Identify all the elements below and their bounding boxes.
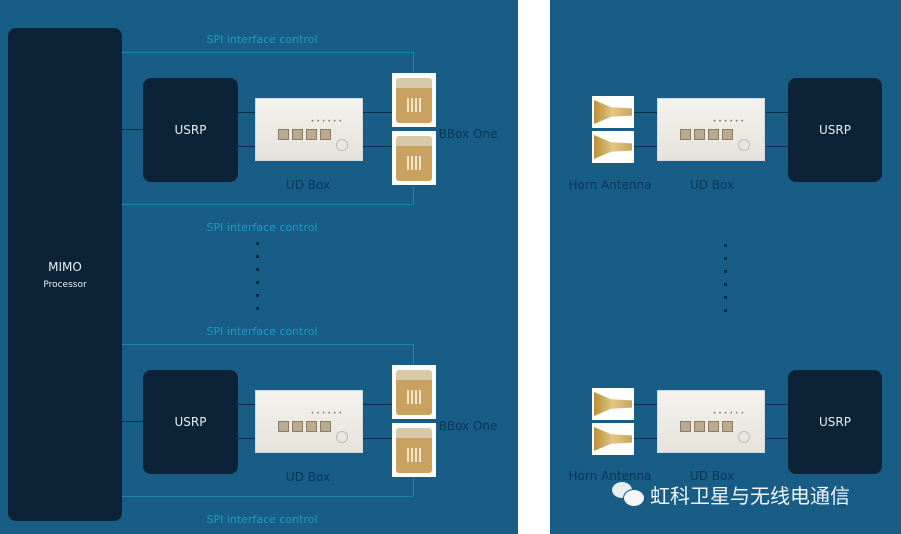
link	[634, 438, 657, 439]
horn-antenna-image	[592, 96, 634, 128]
mimo-processor: MIMO Processor	[8, 28, 122, 521]
spi-label: SPI interface control	[206, 325, 318, 338]
spi-line	[413, 186, 414, 204]
usrp-box: USRP	[143, 78, 238, 182]
link	[238, 404, 255, 405]
horn-antenna-label: Horn Antenna	[568, 469, 652, 483]
mimo-title: MIMO	[48, 259, 82, 274]
link	[766, 112, 788, 113]
link	[238, 438, 255, 439]
horn-antenna-image	[592, 131, 634, 163]
bbox-label: BBox One	[438, 127, 498, 141]
link	[122, 129, 143, 130]
link	[238, 146, 255, 147]
spi-line	[122, 496, 413, 497]
link	[766, 438, 788, 439]
wechat-icon	[612, 482, 645, 507]
bbox-label: BBox One	[438, 419, 498, 433]
link	[634, 404, 657, 405]
bbox-image	[392, 131, 436, 185]
ellipsis-dots	[256, 242, 259, 310]
link	[634, 112, 657, 113]
spi-line	[413, 344, 414, 364]
link	[363, 146, 392, 147]
ud-box-label: UD Box	[689, 178, 735, 192]
spi-line	[413, 478, 414, 496]
ud-box-image: ••••••	[657, 390, 765, 453]
spi-label: SPI interface control	[206, 33, 318, 46]
ud-box-image: ••••••	[657, 98, 765, 161]
ud-box-label: UD Box	[285, 470, 331, 484]
usrp-box: USRP	[788, 78, 882, 182]
link	[363, 438, 392, 439]
ellipsis-dots	[724, 244, 727, 312]
usrp-box: USRP	[143, 370, 238, 474]
link	[122, 421, 143, 422]
link	[363, 404, 392, 405]
spi-line	[122, 204, 413, 205]
spi-label: SPI interface control	[206, 221, 318, 234]
link	[363, 112, 392, 113]
spi-line	[122, 344, 413, 345]
spi-line	[122, 52, 413, 53]
spi-label: SPI interface control	[206, 513, 318, 526]
spi-line	[413, 52, 414, 72]
ud-box-image: ••••••	[255, 98, 363, 161]
horn-antenna-image	[592, 388, 634, 420]
bbox-image	[392, 73, 436, 127]
ud-box-label: UD Box	[689, 469, 735, 483]
horn-antenna-image	[592, 423, 634, 455]
mimo-subtitle: Processor	[43, 279, 87, 290]
link	[634, 146, 657, 147]
link	[238, 112, 255, 113]
horn-antenna-label: Horn Antenna	[568, 178, 652, 192]
bbox-image	[392, 365, 436, 419]
ud-box-label: UD Box	[285, 178, 331, 192]
watermark-text: 虹科卫星与无线电通信	[650, 484, 850, 508]
bbox-image	[392, 423, 436, 477]
link	[766, 146, 788, 147]
link	[766, 404, 788, 405]
ud-box-image: ••••••	[255, 390, 363, 453]
usrp-box: USRP	[788, 370, 882, 474]
